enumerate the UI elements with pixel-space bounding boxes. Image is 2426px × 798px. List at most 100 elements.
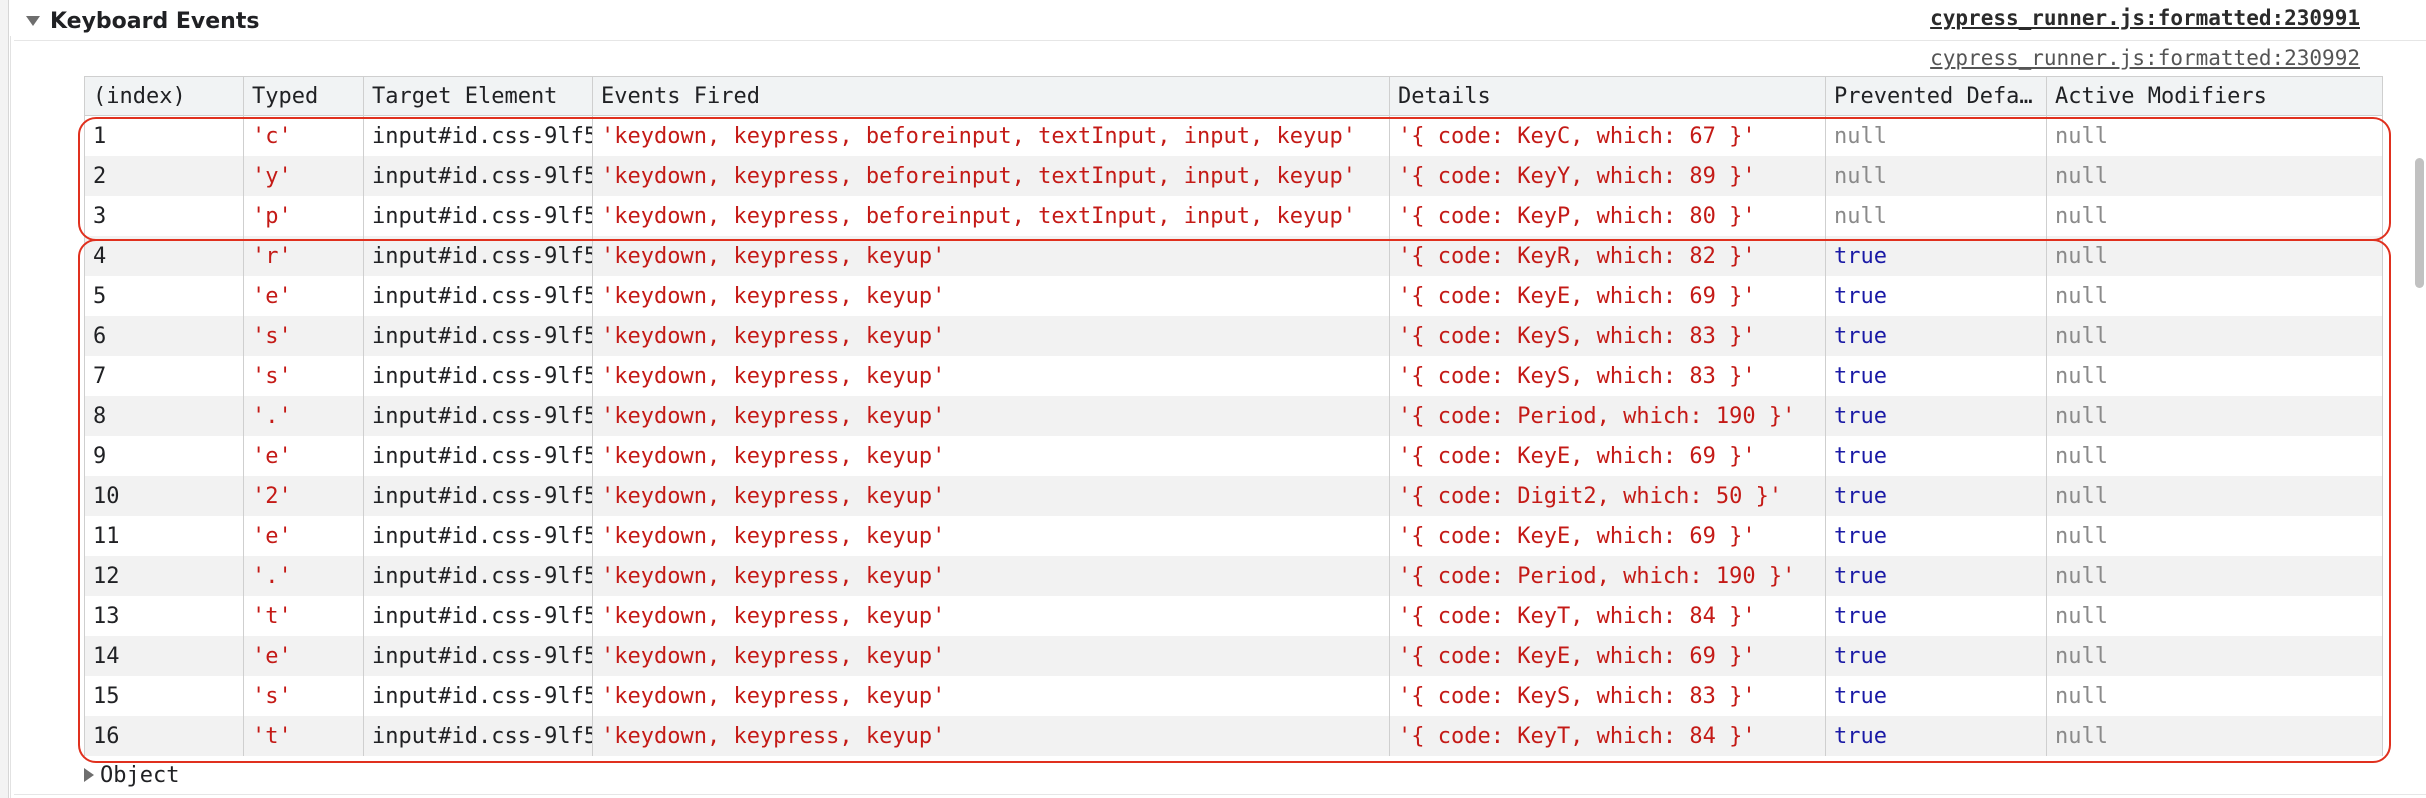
cell-active-modifiers: null: [2046, 196, 2383, 236]
cell-details: '{ code: Period, which: 190 }': [1389, 556, 1826, 596]
triangle-down-icon[interactable]: [26, 16, 40, 26]
cell-target-element: input#id.css-9lf5: [363, 196, 593, 236]
cell-details: '{ code: KeyS, which: 83 }': [1389, 676, 1826, 716]
cell-active-modifiers: null: [2046, 156, 2383, 196]
table-body: 1'c'input#id.css-9lf5'keydown, keypress,…: [84, 115, 2383, 756]
cell-target-element: input#id.css-9lf5: [363, 436, 593, 476]
cell-index: 9: [84, 436, 244, 476]
cell-prevented-default: true: [1825, 636, 2047, 676]
cell-prevented-default: true: [1825, 476, 2047, 516]
cell-index: 8: [84, 396, 244, 436]
cell-typed: 'e': [243, 436, 364, 476]
cell-index: 15: [84, 676, 244, 716]
scrollbar-thumb[interactable]: [2415, 158, 2424, 288]
cell-details: '{ code: KeyY, which: 89 }': [1389, 156, 1826, 196]
header-target-element[interactable]: Target Element: [363, 76, 593, 116]
table-row: 16't'input#id.css-9lf5'keydown, keypress…: [84, 716, 2383, 756]
cell-events-fired: 'keydown, keypress, beforeinput, textInp…: [592, 196, 1390, 236]
triangle-right-icon[interactable]: [84, 768, 94, 782]
table-row: 1'c'input#id.css-9lf5'keydown, keypress,…: [84, 115, 2383, 156]
cell-typed: 'r': [243, 236, 364, 276]
cell-typed: 'e': [243, 636, 364, 676]
cell-index: 2: [84, 156, 244, 196]
cell-details: '{ code: KeyP, which: 80 }': [1389, 196, 1826, 236]
cell-prevented-default: true: [1825, 436, 2047, 476]
cell-index: 12: [84, 556, 244, 596]
cell-events-fired: 'keydown, keypress, keyup': [592, 676, 1390, 716]
cell-active-modifiers: null: [2046, 636, 2383, 676]
cell-typed: 'p': [243, 196, 364, 236]
cell-active-modifiers: null: [2046, 716, 2383, 756]
cell-events-fired: 'keydown, keypress, keyup': [592, 636, 1390, 676]
cell-typed: 'c': [243, 115, 364, 156]
cell-typed: 't': [243, 596, 364, 636]
cell-details: '{ code: KeyC, which: 67 }': [1389, 115, 1826, 156]
cell-active-modifiers: null: [2046, 436, 2383, 476]
cell-prevented-default: true: [1825, 396, 2047, 436]
cell-details: '{ code: KeyR, which: 82 }': [1389, 236, 1826, 276]
cell-typed: 's': [243, 316, 364, 356]
message-divider: [14, 40, 2426, 41]
cell-details: '{ code: Period, which: 190 }': [1389, 396, 1826, 436]
vertical-scrollbar[interactable]: [2412, 76, 2426, 760]
cell-details: '{ code: KeyT, which: 84 }': [1389, 716, 1826, 756]
cell-prevented-default: true: [1825, 236, 2047, 276]
cell-active-modifiers: null: [2046, 556, 2383, 596]
header-prevented-default[interactable]: Prevented Defa…: [1825, 76, 2047, 116]
table-row: 3'p'input#id.css-9lf5'keydown, keypress,…: [84, 196, 2383, 236]
cell-index: 3: [84, 196, 244, 236]
cell-target-element: input#id.css-9lf5: [363, 636, 593, 676]
cell-active-modifiers: null: [2046, 276, 2383, 316]
cell-target-element: input#id.css-9lf5: [363, 156, 593, 196]
cell-prevented-default: null: [1825, 156, 2047, 196]
cell-prevented-default: true: [1825, 516, 2047, 556]
cell-index: 14: [84, 636, 244, 676]
cell-index: 1: [84, 115, 244, 156]
cell-typed: 't': [243, 716, 364, 756]
cell-target-element: input#id.css-9lf5: [363, 115, 593, 156]
cell-prevented-default: true: [1825, 596, 2047, 636]
table-row: 12'.'input#id.css-9lf5'keydown, keypress…: [84, 556, 2383, 596]
cell-prevented-default: null: [1825, 115, 2047, 156]
cell-details: '{ code: Digit2, which: 50 }': [1389, 476, 1826, 516]
source-link-2[interactable]: cypress_runner.js:formatted:230992: [1930, 46, 2360, 70]
header-index[interactable]: (index): [84, 76, 244, 116]
header-active-modifiers[interactable]: Active Modifiers: [2046, 76, 2383, 116]
table-row: 13't'input#id.css-9lf5'keydown, keypress…: [84, 596, 2383, 636]
table-row: 5'e'input#id.css-9lf5'keydown, keypress,…: [84, 276, 2383, 316]
cell-target-element: input#id.css-9lf5: [363, 276, 593, 316]
cell-index: 10: [84, 476, 244, 516]
cell-prevented-default: true: [1825, 556, 2047, 596]
cell-target-element: input#id.css-9lf5: [363, 356, 593, 396]
source-link-1[interactable]: cypress_runner.js:formatted:230991: [1930, 6, 2360, 30]
cell-index: 13: [84, 596, 244, 636]
table-row: 9'e'input#id.css-9lf5'keydown, keypress,…: [84, 436, 2383, 476]
cell-active-modifiers: null: [2046, 596, 2383, 636]
cell-target-element: input#id.css-9lf5: [363, 676, 593, 716]
header-details[interactable]: Details: [1389, 76, 1826, 116]
cell-prevented-default: true: [1825, 676, 2047, 716]
console-group-header[interactable]: Keyboard Events: [26, 6, 259, 36]
cell-target-element: input#id.css-9lf5: [363, 556, 593, 596]
cell-target-element: input#id.css-9lf5: [363, 476, 593, 516]
cell-index: 4: [84, 236, 244, 276]
cell-active-modifiers: null: [2046, 396, 2383, 436]
cell-index: 7: [84, 356, 244, 396]
cell-index: 16: [84, 716, 244, 756]
object-expander[interactable]: Object: [84, 762, 179, 788]
cell-prevented-default: true: [1825, 716, 2047, 756]
header-events-fired[interactable]: Events Fired: [592, 76, 1390, 116]
cell-events-fired: 'keydown, keypress, keyup': [592, 316, 1390, 356]
cell-target-element: input#id.css-9lf5: [363, 596, 593, 636]
cell-target-element: input#id.css-9lf5: [363, 316, 593, 356]
object-label: Object: [100, 762, 180, 788]
cell-events-fired: 'keydown, keypress, keyup': [592, 356, 1390, 396]
cell-events-fired: 'keydown, keypress, keyup': [592, 276, 1390, 316]
cell-details: '{ code: KeyE, which: 69 }': [1389, 436, 1826, 476]
message-divider-bottom: [14, 794, 2426, 795]
table-row: 2'y'input#id.css-9lf5'keydown, keypress,…: [84, 156, 2383, 196]
header-typed[interactable]: Typed: [243, 76, 364, 116]
console-gutter: [0, 0, 9, 798]
cell-typed: 'y': [243, 156, 364, 196]
